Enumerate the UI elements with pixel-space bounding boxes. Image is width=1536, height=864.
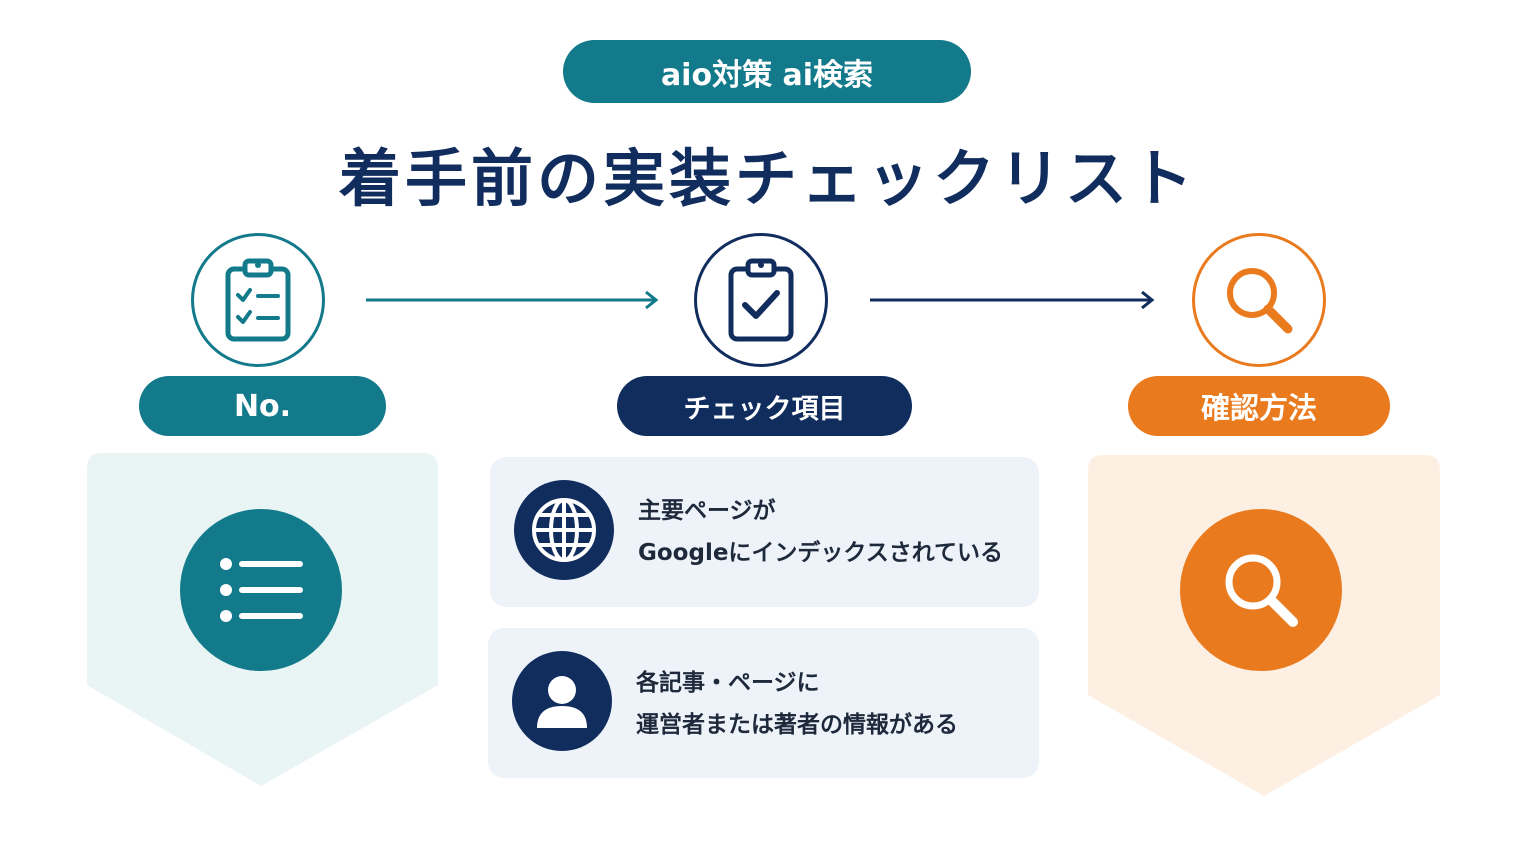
column-label-check-item: チェック項目 [617,376,912,436]
check-item-line: 各記事・ページに [636,670,820,696]
category-tag-label: aio対策 ai検索 [660,57,874,93]
check-item-text: 主要ページが Googleにインデックスされている [638,490,1003,574]
clipboard-check-icon [694,233,828,367]
check-item-line: Googleにインデックスされている [638,540,1004,566]
column-label-method: 確認方法 [1128,376,1390,436]
column-label-check-item-text: チェック項目 [683,393,846,425]
category-tag: aio対策 ai検索 [563,40,971,103]
list-icon [180,509,342,671]
column-label-no: No. [139,376,386,436]
search-icon [1180,509,1342,671]
arrow-right-icon [870,290,1155,310]
search-icon [1192,233,1326,367]
check-item-card: 各記事・ページに 運営者または著者の情報がある [488,628,1039,778]
column-label-method-text: 確認方法 [1200,391,1317,425]
check-item-line: 運営者または著者の情報がある [636,712,958,738]
check-item-card: 主要ページが Googleにインデックスされている [490,457,1039,607]
column-label-no-text: No. [233,388,292,424]
user-icon [512,651,612,751]
globe-icon [514,480,614,580]
clipboard-list-icon [191,233,325,367]
arrow-right-icon [366,290,659,310]
check-item-line: 主要ページが [638,498,776,524]
check-item-text: 各記事・ページに 運営者または著者の情報がある [636,662,958,746]
page-title: 着手前の実装チェックリスト [338,142,1197,215]
